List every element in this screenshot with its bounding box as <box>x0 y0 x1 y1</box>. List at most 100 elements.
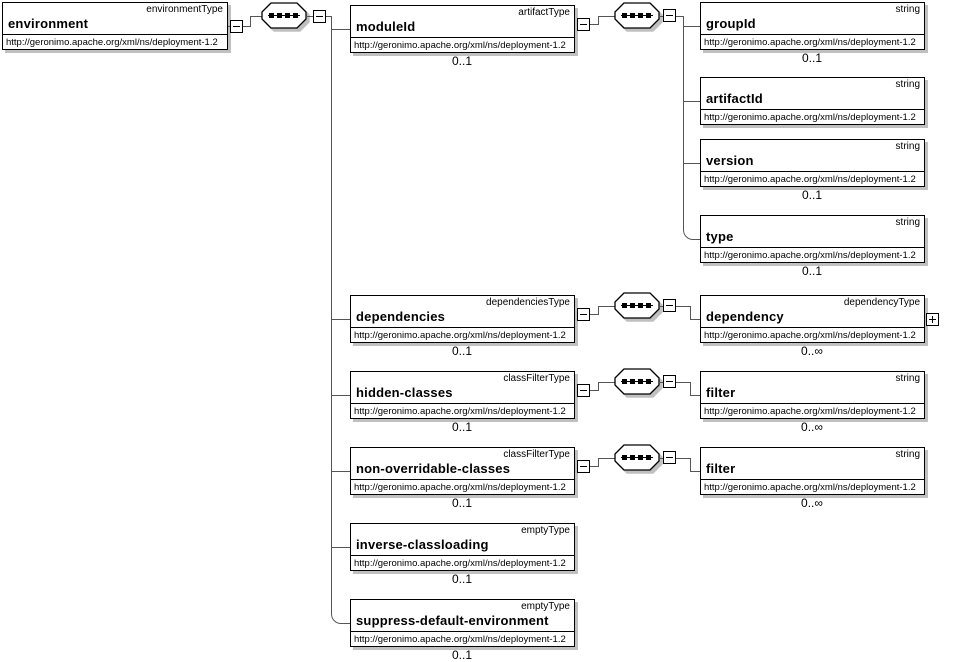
element-box-artifactid[interactable]: string artifactId http://geronimo.apache… <box>700 77 925 125</box>
connector-line <box>598 16 599 25</box>
type-annotation: string <box>895 141 920 152</box>
connector-line <box>598 16 615 17</box>
connector-line <box>331 547 350 548</box>
connector-line <box>250 16 262 17</box>
element-box-filter[interactable]: string filter http://geronimo.apache.org… <box>700 447 925 495</box>
cardinality-label: 0..1 <box>451 54 472 68</box>
collapse-icon[interactable] <box>577 384 590 397</box>
divider <box>701 171 924 172</box>
connector-line <box>683 101 700 102</box>
cardinality-label: 0..∞ <box>801 344 823 358</box>
connector-line <box>690 319 700 320</box>
element-box-type[interactable]: string type http://geronimo.apache.org/x… <box>700 215 925 263</box>
divider <box>351 555 574 556</box>
type-annotation: string <box>895 217 920 228</box>
connector-line <box>331 29 350 30</box>
collapse-icon[interactable] <box>663 299 676 312</box>
element-name: dependency <box>706 309 784 324</box>
divider <box>351 327 574 328</box>
type-annotation: string <box>895 449 920 460</box>
connector-line <box>306 16 313 17</box>
connector-corner <box>331 607 350 624</box>
element-box-inverse-classloading[interactable]: emptyType inverse-classloading http://ge… <box>350 523 575 571</box>
cardinality-label: 0..1 <box>451 572 472 586</box>
namespace-uri: http://geronimo.apache.org/xml/ns/deploy… <box>354 330 566 341</box>
divider <box>701 34 924 35</box>
connector-line <box>676 306 690 307</box>
element-name: moduleId <box>356 19 416 34</box>
type-annotation: classFilterType <box>503 373 570 384</box>
connector-line <box>598 306 615 307</box>
element-name: groupId <box>706 16 756 31</box>
divider <box>351 631 574 632</box>
connector-line <box>659 306 663 307</box>
type-annotation: dependencyType <box>843 297 920 308</box>
element-box-groupid[interactable]: string groupId http://geronimo.apache.or… <box>700 2 925 50</box>
sequence-compositor-icon <box>614 292 663 322</box>
collapse-icon[interactable] <box>577 308 590 321</box>
namespace-uri: http://geronimo.apache.org/xml/ns/deploy… <box>704 406 916 417</box>
element-box-filter[interactable]: string filter http://geronimo.apache.org… <box>700 371 925 419</box>
element-box-dependency[interactable]: dependencyType dependency http://geronim… <box>700 295 925 343</box>
sequence-compositor-icon <box>614 368 663 398</box>
divider <box>701 479 924 480</box>
collapse-icon[interactable] <box>663 451 676 464</box>
sequence-compositor-icon <box>614 2 663 32</box>
element-name: artifactId <box>706 91 763 106</box>
namespace-uri: http://geronimo.apache.org/xml/ns/deploy… <box>704 112 916 123</box>
collapse-icon[interactable] <box>663 9 676 22</box>
connector-corner <box>683 223 700 240</box>
cardinality-label: 0..1 <box>801 264 822 278</box>
element-box-version[interactable]: string version http://geronimo.apache.or… <box>700 139 925 187</box>
element-name: dependencies <box>356 309 446 324</box>
connector-line <box>659 16 663 17</box>
element-box-environment[interactable]: environmentType environment http://geron… <box>2 2 228 50</box>
element-name: hidden-classes <box>356 385 453 400</box>
cardinality-label: 0..1 <box>451 648 472 662</box>
divider <box>701 109 924 110</box>
cardinality-label: 0..∞ <box>801 496 823 510</box>
divider <box>701 247 924 248</box>
type-annotation: string <box>895 79 920 90</box>
namespace-uri: http://geronimo.apache.org/xml/ns/deploy… <box>6 37 218 48</box>
divider <box>701 327 924 328</box>
divider <box>351 37 574 38</box>
connector-line <box>331 16 332 608</box>
namespace-uri: http://geronimo.apache.org/xml/ns/deploy… <box>354 634 566 645</box>
element-box-moduleid[interactable]: artifactType moduleId http://geronimo.ap… <box>350 5 575 53</box>
type-annotation: string <box>895 373 920 384</box>
connector-line <box>331 319 350 320</box>
connector-line <box>228 26 230 27</box>
collapse-icon[interactable] <box>230 20 243 33</box>
element-box-suppress-default-environment[interactable]: emptyType suppress-default-environment h… <box>350 599 575 647</box>
connector-line <box>690 382 691 396</box>
type-annotation: emptyType <box>521 525 570 536</box>
collapse-icon[interactable] <box>577 460 590 473</box>
cardinality-label: 0..1 <box>801 51 822 65</box>
cardinality-label: 0..1 <box>801 188 822 202</box>
connector-line <box>250 16 251 27</box>
collapse-icon[interactable] <box>313 10 326 23</box>
element-box-non-overridable-classes[interactable]: classFilterType non-overridable-classes … <box>350 447 575 495</box>
cardinality-label: 0..∞ <box>801 420 823 434</box>
connector-line <box>590 314 598 315</box>
collapse-icon[interactable] <box>663 375 676 388</box>
connector-line <box>659 458 663 459</box>
element-box-dependencies[interactable]: dependenciesType dependencies http://ger… <box>350 295 575 343</box>
type-annotation: artifactType <box>518 7 570 18</box>
divider <box>701 403 924 404</box>
element-box-hidden-classes[interactable]: classFilterType hidden-classes http://ge… <box>350 371 575 419</box>
divider <box>351 403 574 404</box>
connector-line <box>598 458 599 467</box>
connector-line <box>676 458 690 459</box>
namespace-uri: http://geronimo.apache.org/xml/ns/deploy… <box>704 174 916 185</box>
connector-line <box>659 382 663 383</box>
collapse-icon[interactable] <box>577 18 590 31</box>
type-annotation: string <box>895 4 920 15</box>
element-name: non-overridable-classes <box>356 461 511 476</box>
divider <box>3 34 227 35</box>
namespace-uri: http://geronimo.apache.org/xml/ns/deploy… <box>704 330 916 341</box>
expand-icon[interactable] <box>926 313 939 326</box>
cardinality-label: 0..1 <box>451 420 472 434</box>
